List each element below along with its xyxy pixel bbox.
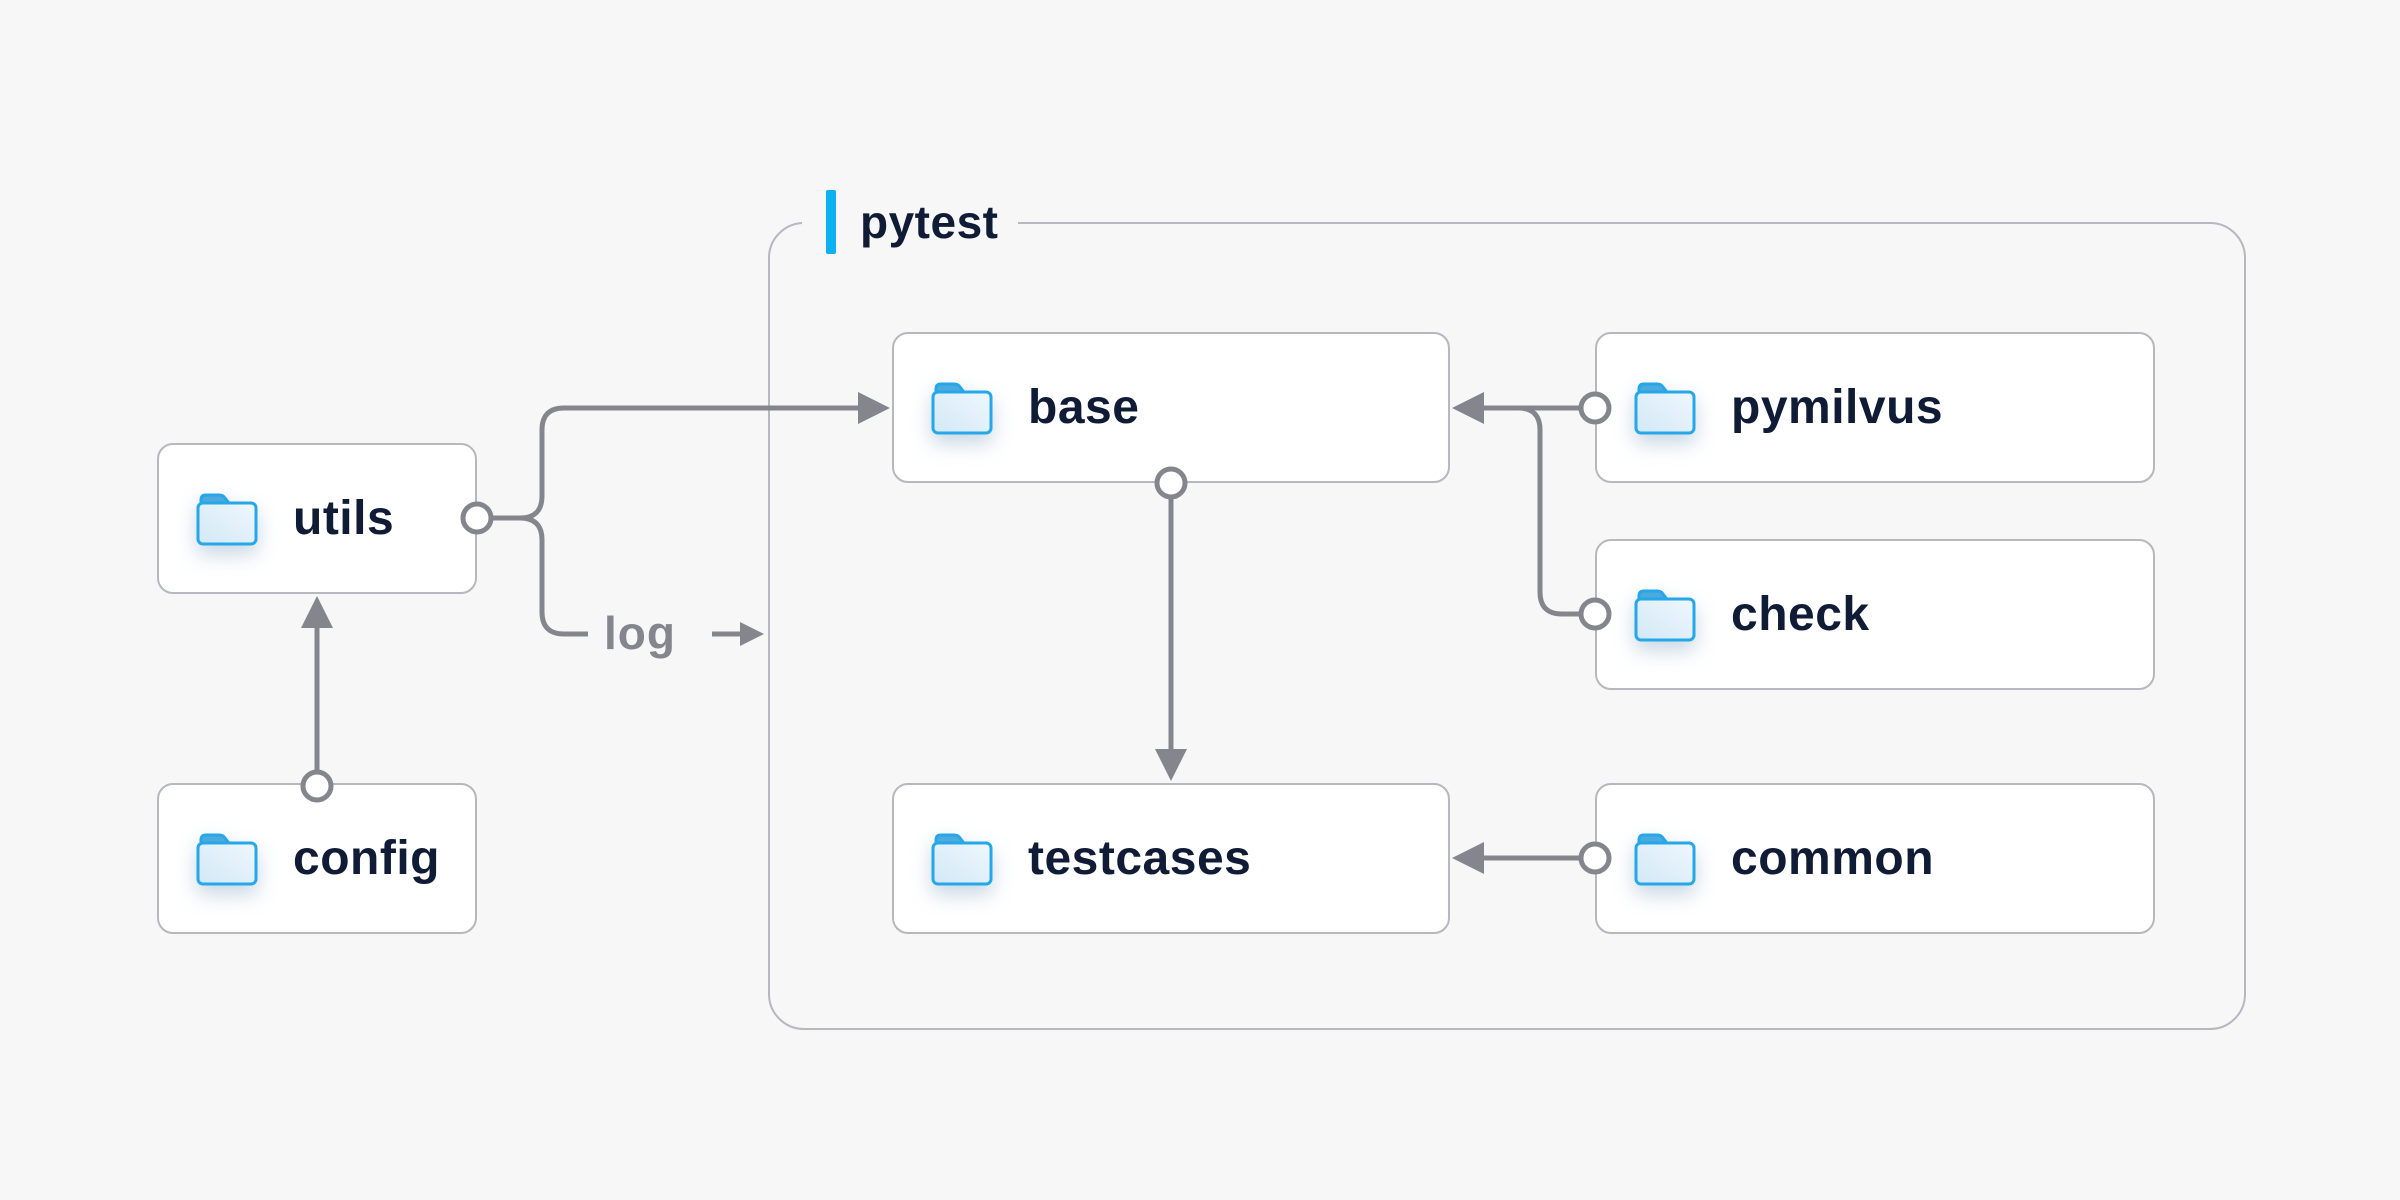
edge-config-utils <box>300 596 334 803</box>
node-config: config <box>157 783 477 934</box>
folder-icon <box>1633 831 1697 887</box>
node-common: common <box>1595 783 2155 934</box>
folder-icon <box>195 491 259 547</box>
node-label: utils <box>293 492 395 545</box>
node-label: config <box>293 832 440 885</box>
pytest-container-title: pytest <box>860 196 999 248</box>
folder-icon <box>1633 380 1697 436</box>
node-label: base <box>1028 381 1140 434</box>
pytest-container-label: pytest <box>802 189 1019 255</box>
accent-bar <box>826 190 836 254</box>
log-label: log <box>604 607 676 659</box>
folder-icon <box>195 831 259 887</box>
node-check: check <box>1595 539 2155 690</box>
node-label: common <box>1731 832 1935 885</box>
node-label: check <box>1731 588 1870 641</box>
node-pymilvus: pymilvus <box>1595 332 2155 483</box>
node-label: pymilvus <box>1731 381 1944 434</box>
node-base: base <box>892 332 1450 483</box>
pytest-container <box>768 222 2246 1030</box>
folder-icon <box>930 831 994 887</box>
folder-icon <box>930 380 994 436</box>
node-label: testcases <box>1028 832 1252 885</box>
node-utils: utils <box>157 443 477 594</box>
folder-icon <box>1633 587 1697 643</box>
node-testcases: testcases <box>892 783 1450 934</box>
